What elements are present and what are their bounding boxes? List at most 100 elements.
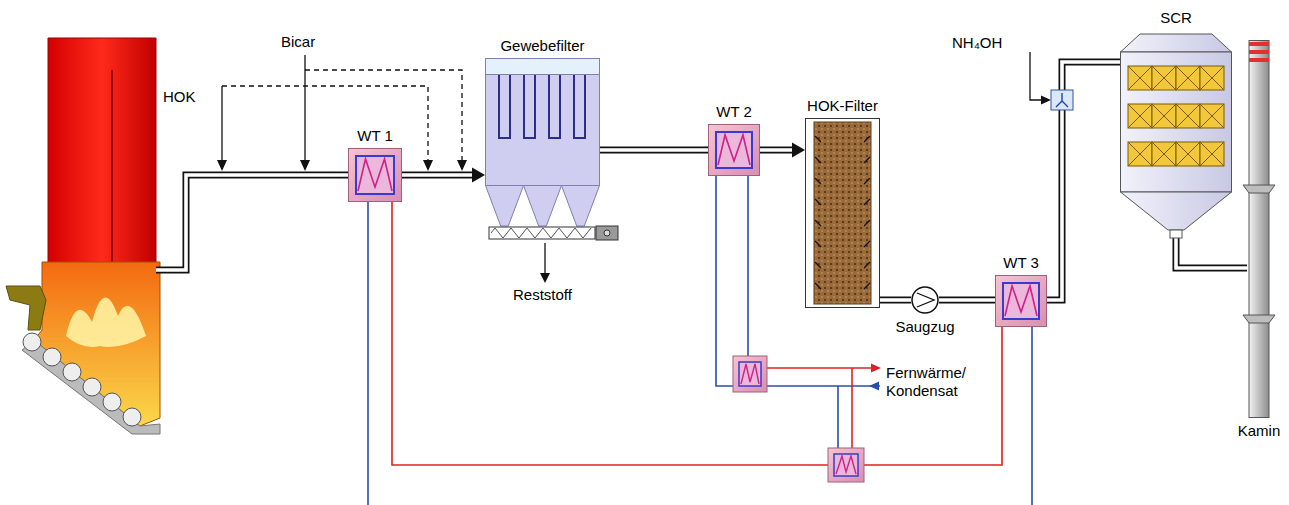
arrow-head xyxy=(871,364,881,373)
return-pipe xyxy=(837,386,839,448)
stack-flange xyxy=(1243,315,1275,323)
dust-hopper xyxy=(486,186,524,227)
carbon-bed xyxy=(814,122,871,304)
catalyst-cell xyxy=(1152,66,1176,90)
injection-label: Bicar xyxy=(281,33,315,51)
flue-gas-duct xyxy=(1176,238,1247,268)
duct-wall xyxy=(600,147,708,154)
induced-draft-fan: Saugzug xyxy=(911,286,939,314)
motor-shaft xyxy=(604,230,610,236)
exchanger-coil xyxy=(358,159,392,191)
grate-roller xyxy=(103,393,121,411)
return-pipe xyxy=(747,176,749,356)
duct-bore xyxy=(402,173,475,177)
louvre-mark xyxy=(815,220,821,226)
catalyst-cell xyxy=(1152,104,1176,128)
louvre-mark xyxy=(864,136,870,142)
scr-reactor: SCR xyxy=(1120,30,1232,238)
injection-label: HOK xyxy=(163,88,196,106)
fan-symbol xyxy=(917,293,934,307)
supply-pipe xyxy=(864,327,1002,465)
grate-roller xyxy=(123,408,141,426)
duct-bore xyxy=(939,298,995,302)
chimney-shape xyxy=(1247,40,1271,418)
duct-bore xyxy=(600,148,708,152)
catalyst-hatch xyxy=(1152,104,1176,128)
arrow-head xyxy=(472,168,485,183)
flame xyxy=(66,297,146,346)
catalyst-cell xyxy=(1176,104,1200,128)
fan-casing xyxy=(912,287,938,313)
return-pipe xyxy=(1031,327,1033,505)
stack-flange xyxy=(1243,185,1275,193)
duct-bore xyxy=(1176,238,1247,268)
duct-wall xyxy=(1176,238,1247,268)
arrow-head xyxy=(300,160,310,171)
node-label: SCR xyxy=(1160,9,1192,27)
catalyst-cell xyxy=(1152,142,1176,166)
duct-wall xyxy=(1047,62,1120,300)
arrow-head xyxy=(457,160,467,171)
supply-pipe xyxy=(851,368,853,448)
reactor-housing xyxy=(1121,52,1232,192)
catalyst-hatch xyxy=(1176,104,1200,128)
catalyst-hatch xyxy=(1200,66,1224,90)
catalyst-hatch xyxy=(1200,104,1224,128)
node-label: Saugzug xyxy=(895,318,954,336)
duct-wall xyxy=(402,172,475,179)
boiler-wall xyxy=(111,70,113,262)
louvre-mark xyxy=(815,178,821,184)
exchanger-core xyxy=(716,132,752,168)
flue-duct xyxy=(156,175,349,270)
exchanger-coil xyxy=(718,135,750,165)
filter-bag xyxy=(524,75,535,138)
catalyst-cell xyxy=(1128,142,1152,166)
district-heat-label: Fernwärme/ Kondensat xyxy=(886,364,966,400)
exchanger-coil xyxy=(1005,286,1037,316)
reagent-label: NH₄OH xyxy=(952,34,1002,52)
injection-line xyxy=(304,55,305,162)
flue-gas-duct xyxy=(939,300,995,301)
screw-flight xyxy=(491,228,591,238)
filter-bag xyxy=(499,75,510,138)
duct-wall xyxy=(760,147,795,154)
stack-shell xyxy=(1249,41,1269,418)
node-label: WT 3 xyxy=(1003,254,1039,272)
grate-base xyxy=(22,340,160,434)
filter-housing xyxy=(806,119,880,308)
mixer-box xyxy=(1051,90,1073,110)
boiler-shaft xyxy=(48,38,156,268)
dust-hopper xyxy=(562,186,600,227)
catalyst-hatch xyxy=(1128,104,1152,128)
chimney: Kamin xyxy=(1247,40,1271,418)
arrow-head xyxy=(540,273,550,283)
louvre-mark xyxy=(815,199,821,205)
arrow-head xyxy=(869,382,879,391)
carbon-filter: HOK-Filter xyxy=(805,118,880,308)
catalyst-cell xyxy=(1200,142,1224,166)
exchanger-coil xyxy=(836,456,856,474)
catalyst-hatch xyxy=(1200,142,1224,166)
louvre-mark xyxy=(815,262,821,268)
grate-roller xyxy=(43,348,61,366)
scr-reactor-shape xyxy=(1120,30,1232,238)
grate-roller xyxy=(63,363,81,381)
louvre-mark xyxy=(864,283,870,289)
clean-gas-plenum xyxy=(486,59,600,75)
carbon-filter-shape xyxy=(805,118,880,308)
flue-duct xyxy=(156,175,349,270)
duct-wall xyxy=(880,297,911,304)
heat-exchanger-shape xyxy=(348,148,402,202)
dust-hopper xyxy=(524,186,562,227)
node-label: HOK-Filter xyxy=(807,97,878,115)
exchanger-core xyxy=(1003,283,1039,319)
louvre-mark xyxy=(815,157,821,163)
supply-pipe xyxy=(392,202,828,465)
grate-roller xyxy=(83,378,101,396)
grate-roller xyxy=(23,333,41,351)
louvre-mark xyxy=(864,241,870,247)
flue-gas-duct xyxy=(880,300,911,301)
exchanger-casing xyxy=(996,276,1047,327)
arrow-head xyxy=(423,160,433,171)
